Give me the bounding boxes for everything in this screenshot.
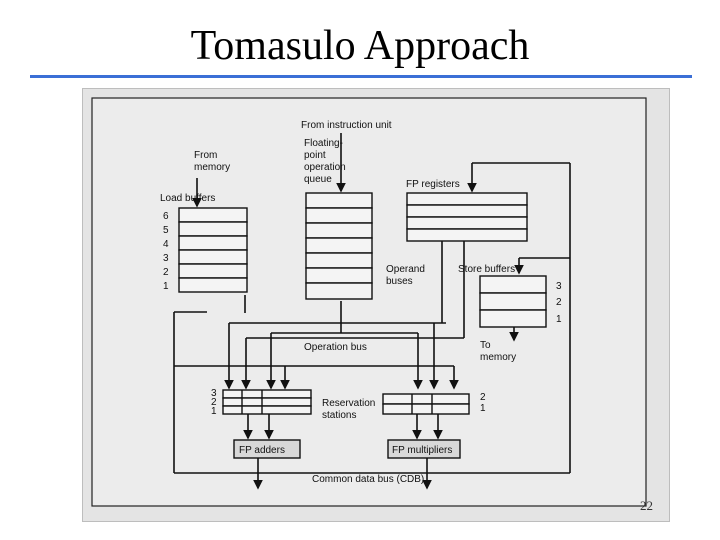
load-buffer-number-5: 5 [163, 225, 169, 236]
to-memory-label-2: memory [480, 352, 516, 363]
rs-left-number-2: 2 [211, 397, 217, 408]
fp-multipliers-box [387, 439, 461, 459]
reservation-stations-label-1: Reservation [322, 398, 375, 409]
rs-left-number-1: 1 [211, 406, 217, 417]
operation-bus-label: Operation bus [304, 342, 367, 353]
tomasulo-diagram: From instruction unit Floating- point op… [82, 88, 670, 522]
load-buffers [178, 207, 248, 293]
fp-queue-label-4: queue [304, 174, 332, 185]
load-buffer-number-3: 3 [163, 253, 169, 264]
fp-queue-label-1: Floating- [304, 138, 343, 149]
load-buffer-number-1: 1 [163, 281, 169, 292]
rs-right-number-1: 1 [480, 403, 486, 414]
rs-right-number-2: 2 [480, 392, 486, 403]
store-buffer-number-1: 1 [556, 314, 562, 325]
load-buffers-label: Load buffers [160, 193, 215, 204]
reservation-stations-adders [222, 389, 312, 415]
load-buffer-number-4: 4 [163, 239, 169, 250]
fp-adders-label: FP adders [239, 445, 285, 456]
inner-frame [91, 97, 647, 507]
fp-registers-label: FP registers [406, 179, 460, 190]
to-memory-label-1: To [480, 340, 491, 351]
fp-queue-label-3: operation [304, 162, 346, 173]
store-buffer-number-3: 3 [556, 281, 562, 292]
load-buffer-number-2: 2 [163, 267, 169, 278]
title-underline [30, 75, 692, 78]
fp-registers [406, 192, 528, 242]
operand-buses-label-2: buses [386, 276, 413, 287]
rs-left-number-3: 3 [211, 388, 217, 399]
load-buffer-number-6: 6 [163, 211, 169, 222]
store-buffers [479, 275, 547, 328]
operand-buses-label-1: Operand [386, 264, 425, 275]
fp-queue-label-2: point [304, 150, 326, 161]
slide-number: 22 [640, 498, 653, 513]
diagram-canvas: From instruction unit Floating- point op… [91, 97, 647, 507]
common-data-bus-label: Common data bus (CDB) [312, 474, 424, 485]
store-buffer-number-2: 2 [556, 297, 562, 308]
from-memory-label-2: memory [194, 162, 230, 173]
from-memory-label-1: From [194, 150, 217, 161]
fp-adders-box [233, 439, 301, 459]
store-buffers-label: Store buffers [458, 264, 515, 275]
slide-title: Tomasulo Approach [190, 23, 530, 69]
reservation-stations-multipliers [382, 393, 470, 415]
reservation-stations-label-2: stations [322, 410, 356, 421]
from-instruction-unit-label: From instruction unit [301, 120, 392, 131]
fp-multipliers-label: FP multipliers [392, 445, 452, 456]
fp-operation-queue [305, 192, 373, 300]
